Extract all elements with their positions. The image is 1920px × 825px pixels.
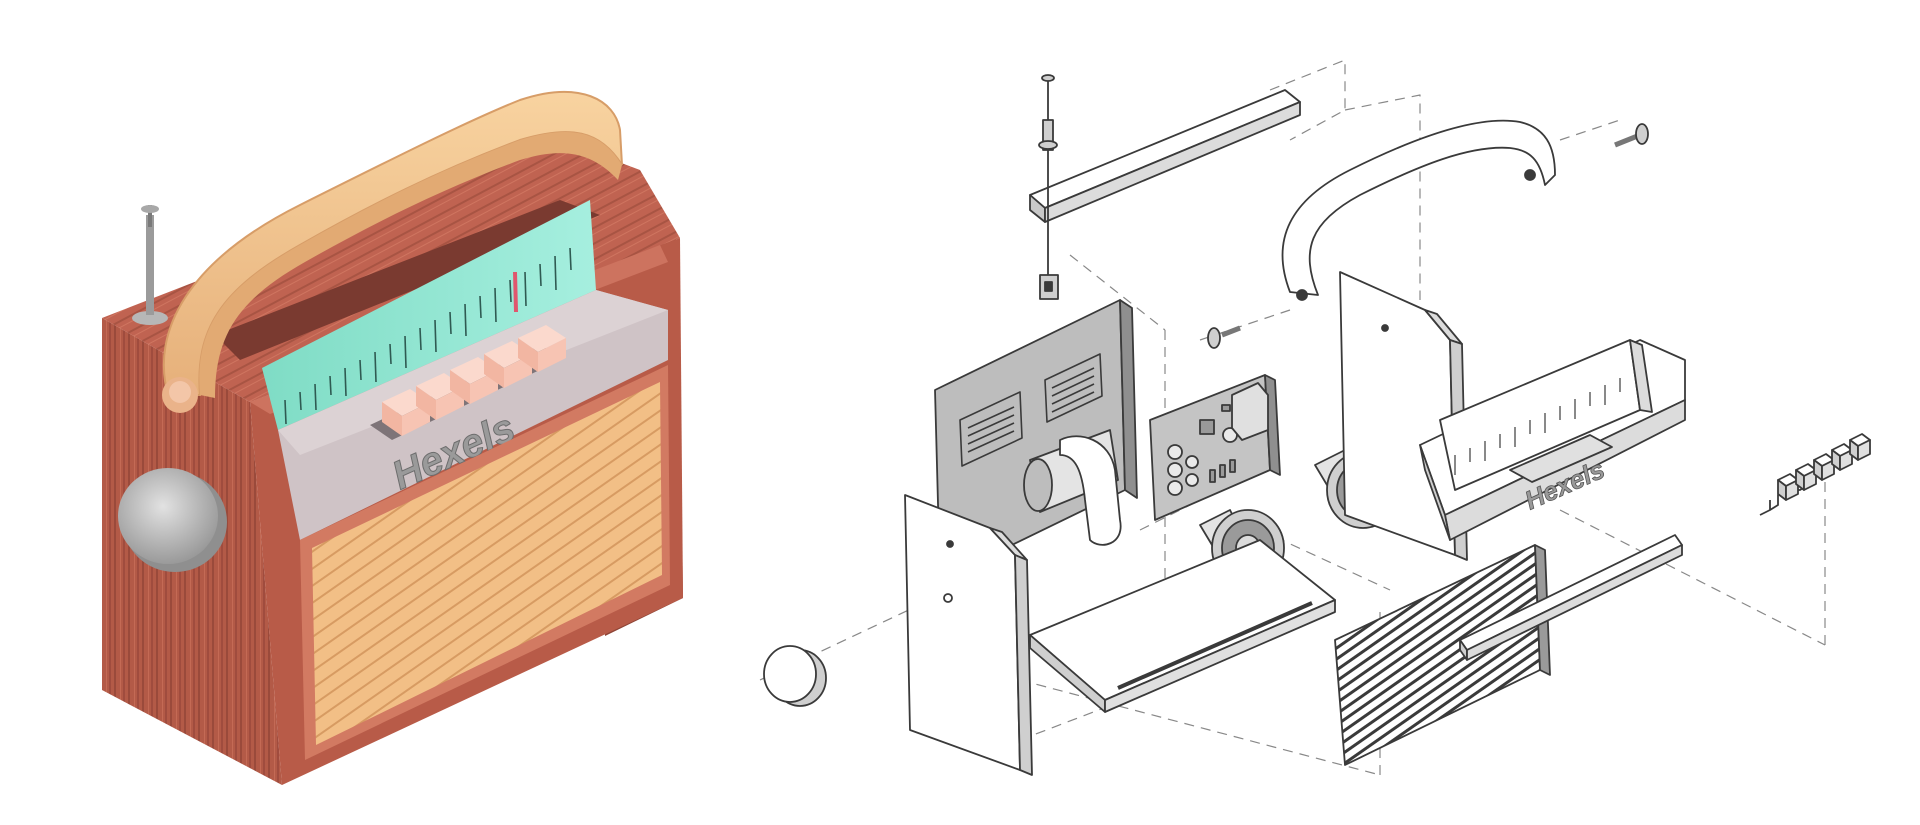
part-speaker-grille (1334, 544, 1551, 766)
exploded-view: Hexels (759, 59, 1871, 776)
part-grille-rail (1459, 534, 1683, 661)
tuning-needle (513, 271, 518, 313)
carry-handle-side (199, 132, 622, 398)
part-circuit-board (1149, 374, 1281, 521)
preset-keys (382, 325, 566, 436)
part-carry-handle (1281, 119, 1556, 296)
tuning-scale-ticks (284, 247, 572, 425)
part-top-lid (1029, 89, 1301, 223)
antenna (132, 205, 168, 325)
part-antenna (1038, 74, 1059, 300)
part-left-side-panel (904, 494, 1033, 776)
cabinet-back-wall (215, 200, 600, 360)
speaker-grille (312, 382, 662, 745)
handle-pivot-cap (169, 381, 191, 403)
handle-pivot-hole (1296, 289, 1308, 301)
part-preset-keys (1759, 433, 1871, 516)
assembled-radio: Hexels (102, 91, 683, 785)
part-base-board (1029, 539, 1336, 713)
part-battery (1023, 429, 1122, 546)
part-screw (1614, 123, 1649, 148)
preset-key[interactable] (518, 325, 566, 372)
volume-knob[interactable] (118, 468, 227, 572)
part-volume-knob (763, 645, 827, 707)
part-back-panel (934, 299, 1138, 581)
part-screw (1207, 325, 1241, 349)
handle-pivot-hole (1524, 169, 1536, 181)
control-panel (278, 290, 668, 540)
